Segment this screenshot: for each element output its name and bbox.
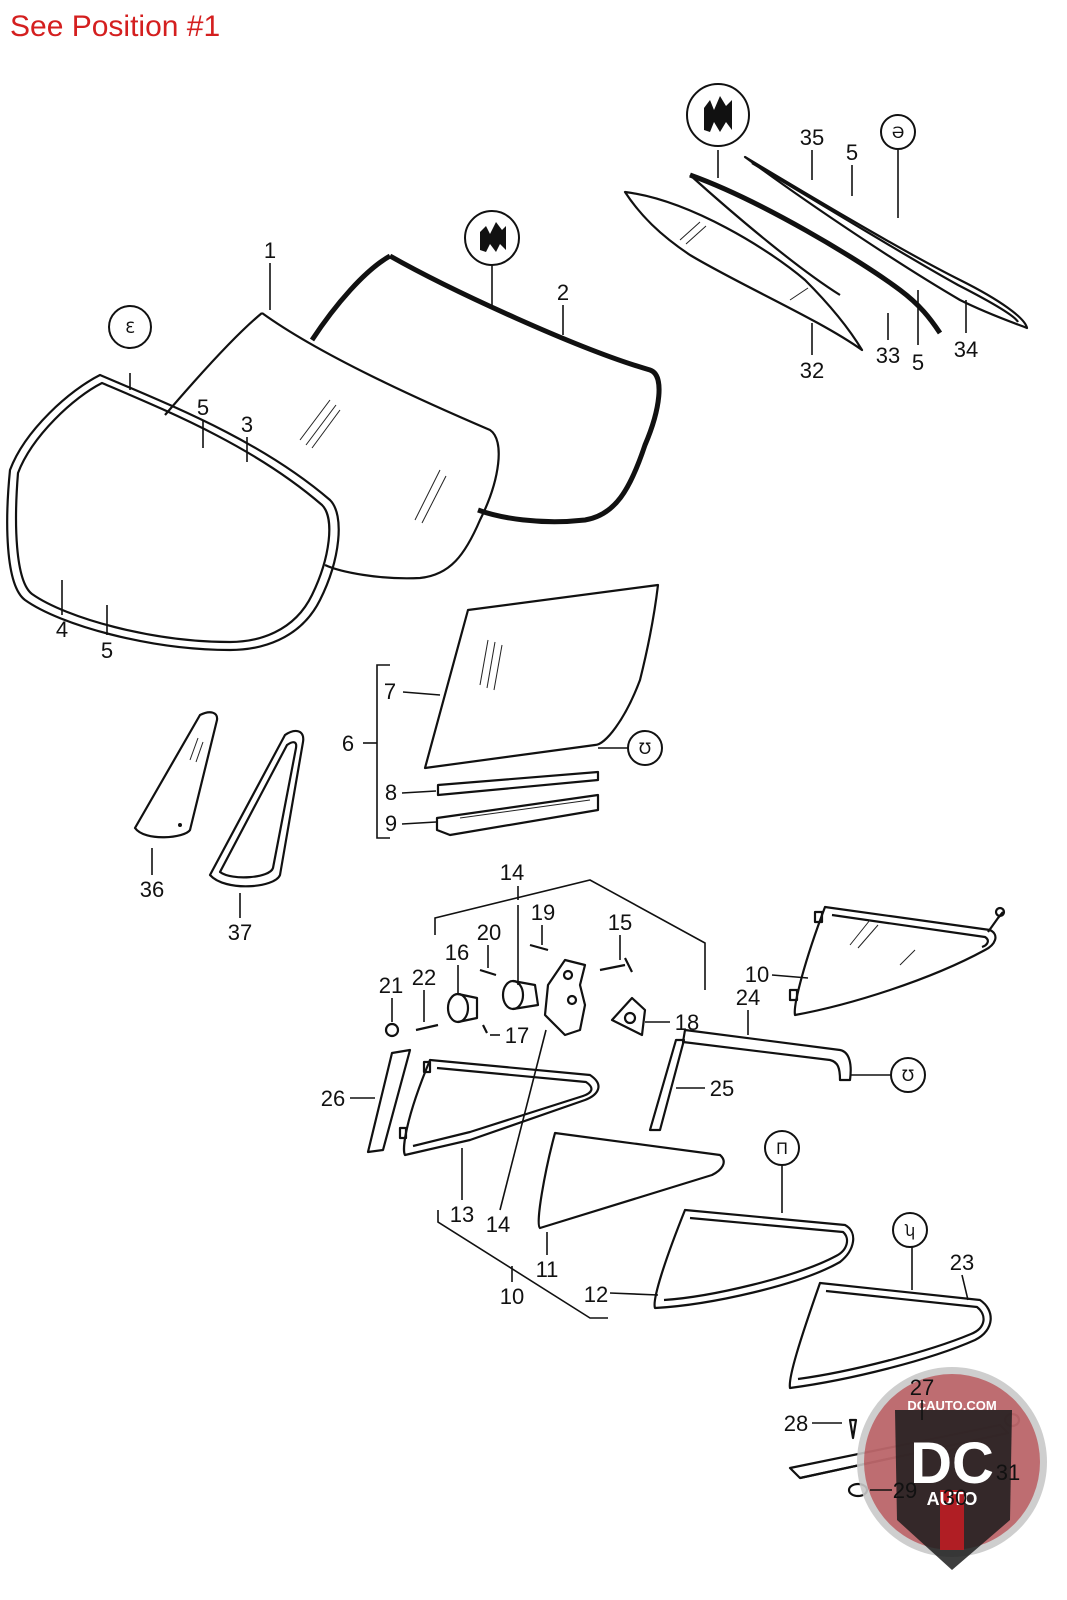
symbol-b-glyph: Ə bbox=[892, 123, 905, 142]
label-5a: 5 bbox=[197, 395, 209, 420]
label-8: 8 bbox=[385, 780, 397, 805]
quarter-window-assembly-part-10 bbox=[788, 905, 1006, 1017]
dcauto-watermark-logo: DCAUTO.COM DC AUTO bbox=[857, 1367, 1047, 1570]
label-32: 32 bbox=[800, 358, 824, 383]
symbol-circle-f: ʮ bbox=[892, 1212, 928, 1248]
label-36: 36 bbox=[140, 877, 164, 902]
label-18: 18 bbox=[675, 1010, 699, 1035]
windshield-glass-part-1 bbox=[164, 312, 500, 580]
label-19: 19 bbox=[531, 900, 555, 925]
label-13: 13 bbox=[450, 1202, 474, 1227]
label-10b: 10 bbox=[500, 1284, 524, 1309]
symbol-circle-e: П bbox=[764, 1130, 800, 1166]
label-37: 37 bbox=[228, 920, 252, 945]
label-25: 25 bbox=[710, 1076, 734, 1101]
label-14b: 14 bbox=[486, 1212, 510, 1237]
label-21: 21 bbox=[379, 973, 403, 998]
symbol-f-glyph: ʮ bbox=[905, 1221, 916, 1240]
label-11: 11 bbox=[536, 1257, 559, 1282]
symbol-circle-c: Ʊ bbox=[627, 730, 663, 766]
quarter-glass-part-11 bbox=[537, 1131, 725, 1230]
watermark-site: DCAUTO.COM bbox=[907, 1398, 996, 1413]
rear-glass-part-33 bbox=[689, 172, 943, 335]
label-12: 12 bbox=[584, 1282, 608, 1307]
label-15: 15 bbox=[608, 910, 632, 935]
label-23: 23 bbox=[950, 1250, 974, 1275]
symbol-circle-b: Ə bbox=[880, 114, 916, 150]
label-6: 6 bbox=[342, 731, 354, 756]
label-2: 2 bbox=[557, 280, 569, 305]
label-7: 7 bbox=[384, 679, 396, 704]
label-5c: 5 bbox=[846, 140, 858, 165]
door-strip-part-9 bbox=[435, 793, 600, 837]
watermark-letters: DC bbox=[910, 1431, 994, 1496]
window-seal-part-25 bbox=[648, 1038, 686, 1132]
quarter-strip-part-26 bbox=[366, 1048, 412, 1154]
label-9: 9 bbox=[385, 811, 397, 836]
symbol-circle-a: Ɛ bbox=[108, 305, 152, 349]
window-seal-part-24 bbox=[681, 1028, 852, 1082]
label-24: 24 bbox=[736, 985, 760, 1010]
label-20: 20 bbox=[477, 920, 501, 945]
label-5b: 5 bbox=[101, 638, 113, 663]
symbol-c-glyph: Ʊ bbox=[639, 739, 651, 758]
label-28: 28 bbox=[784, 1411, 808, 1436]
part-labels: 1 2 3 5 4 5 35 5 34 33 5 32 6 7 8 9 36 3… bbox=[56, 125, 1020, 1510]
label-26: 26 bbox=[321, 1086, 345, 1111]
label-10a: 10 bbox=[745, 962, 769, 987]
vent-seal-part-37 bbox=[208, 729, 305, 888]
watermark-sub: AUTO bbox=[927, 1489, 978, 1509]
label-29: 29 bbox=[893, 1478, 917, 1503]
rear-glass-part-32 bbox=[623, 190, 864, 352]
latch-hardware-group bbox=[384, 943, 647, 1038]
label-16: 16 bbox=[445, 940, 469, 965]
windshield-seal-part-4 bbox=[6, 373, 340, 652]
label-27: 27 bbox=[910, 1375, 934, 1400]
label-30: 30 bbox=[943, 1485, 967, 1510]
leader-lines bbox=[61, 150, 969, 1491]
label-31: 31 bbox=[996, 1460, 1020, 1485]
label-17: 17 bbox=[505, 1023, 529, 1048]
quarter-seal-part-23 bbox=[788, 1281, 992, 1390]
label-35: 35 bbox=[800, 125, 824, 150]
quarter-seal-part-12 bbox=[653, 1208, 855, 1310]
label-22: 22 bbox=[412, 965, 436, 990]
emblem-circle-windshield bbox=[464, 210, 520, 266]
vent-glass-part-36 bbox=[133, 711, 219, 839]
symbol-e-glyph: П bbox=[776, 1139, 788, 1158]
label-1: 1 bbox=[264, 238, 276, 263]
page-heading: See Position #1 bbox=[10, 10, 221, 43]
label-4: 4 bbox=[56, 617, 68, 642]
symbol-circle-d: Ʊ bbox=[890, 1057, 926, 1093]
door-glass-part-7 bbox=[423, 583, 660, 770]
label-33: 33 bbox=[876, 343, 900, 368]
symbol-d-glyph: Ʊ bbox=[902, 1066, 914, 1085]
emblem-circle-rear bbox=[686, 83, 750, 147]
label-34: 34 bbox=[954, 337, 978, 362]
label-14a: 14 bbox=[500, 860, 524, 885]
symbol-a-glyph: Ɛ bbox=[125, 318, 135, 337]
windshield-glass-part-2 bbox=[309, 253, 662, 525]
quarter-window-frame-part-13 bbox=[398, 1058, 600, 1157]
label-3: 3 bbox=[241, 412, 253, 437]
rear-window-seal-part-34 bbox=[743, 155, 1029, 330]
door-strip-part-8 bbox=[436, 770, 600, 797]
label-5d: 5 bbox=[912, 350, 924, 375]
